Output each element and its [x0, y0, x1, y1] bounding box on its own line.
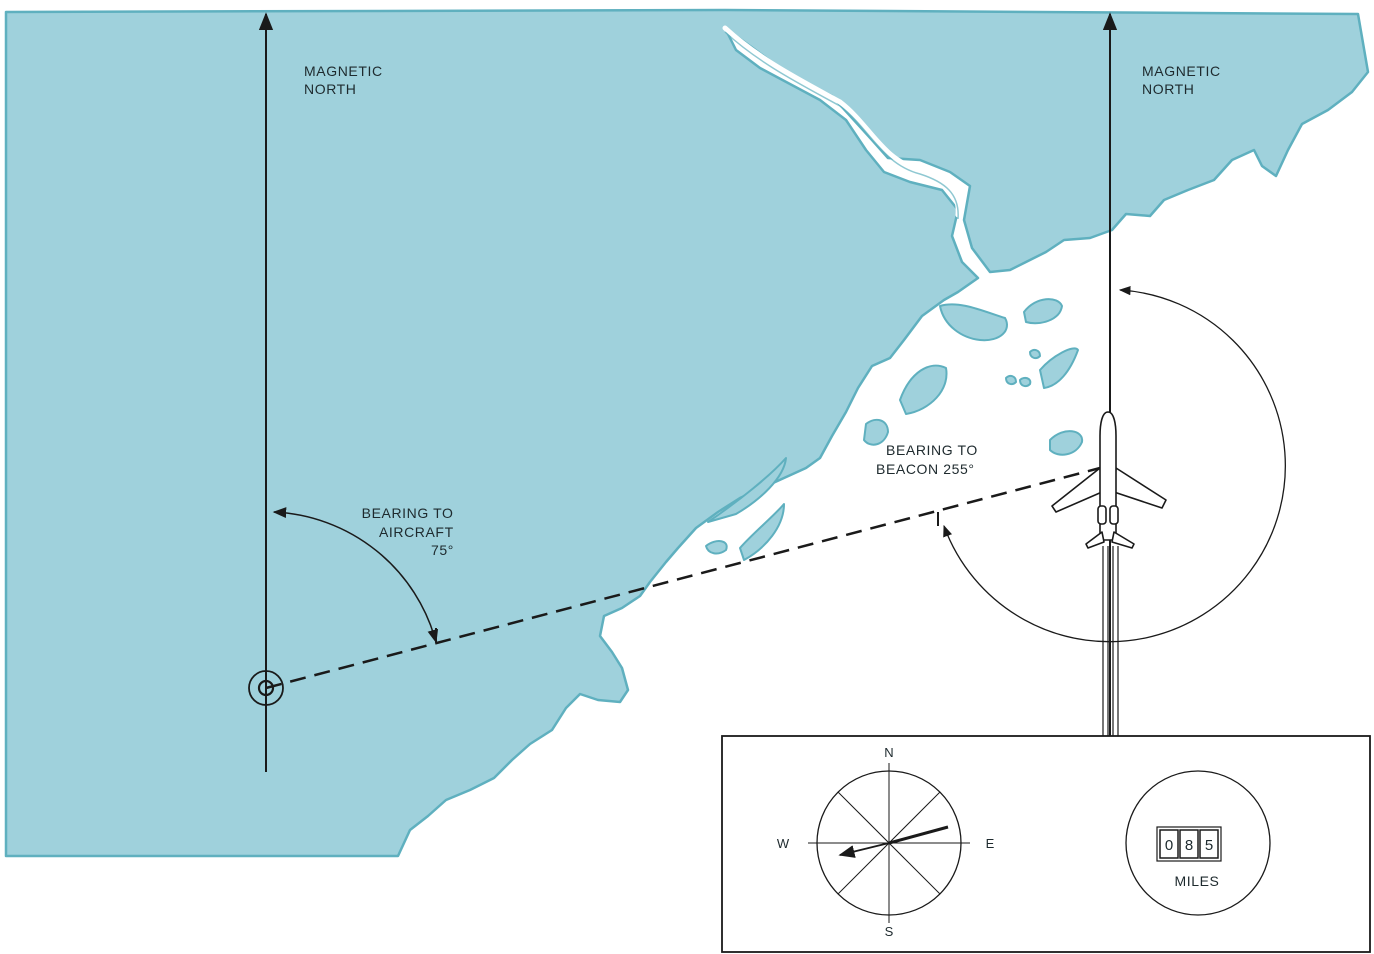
bearing-arc-aircraft	[272, 507, 439, 644]
land-mass	[4, 8, 1370, 858]
bearing-arc-beacon	[943, 285, 1286, 643]
compass-west-label: W	[777, 836, 790, 851]
jet-aircraft-icon	[1051, 411, 1167, 770]
compass-dial: N E S W	[777, 745, 995, 939]
compass-north-label: N	[884, 745, 893, 760]
compass-south-label: S	[885, 924, 894, 939]
odometer-digit-1: 0	[1165, 837, 1173, 854]
bearing-to-aircraft-label: BEARING TO AIRCRAFT 75°	[362, 505, 458, 558]
compass-needle	[838, 825, 949, 858]
magnetic-north-label-right: MAGNETIC NORTH	[1142, 63, 1225, 97]
odometer-unit-label: MILES	[1174, 873, 1219, 889]
odometer-digit-2: 8	[1185, 837, 1193, 854]
distance-odometer: 0 8 5 MILES	[1125, 770, 1271, 916]
odometer-digit-3: 5	[1205, 837, 1213, 854]
magnetic-north-label-left: MAGNETIC NORTH	[304, 63, 387, 97]
bearing-to-beacon-label: BEARING TO BEACON 255°	[876, 442, 982, 477]
river-bank	[724, 31, 959, 220]
river	[722, 25, 961, 218]
bearing-line	[265, 466, 1101, 690]
instrument-panel: N E S W 0 8 5 MILES	[721, 735, 1371, 953]
radio-beacon-icon	[248, 670, 284, 706]
compass-east-label: E	[986, 836, 995, 851]
